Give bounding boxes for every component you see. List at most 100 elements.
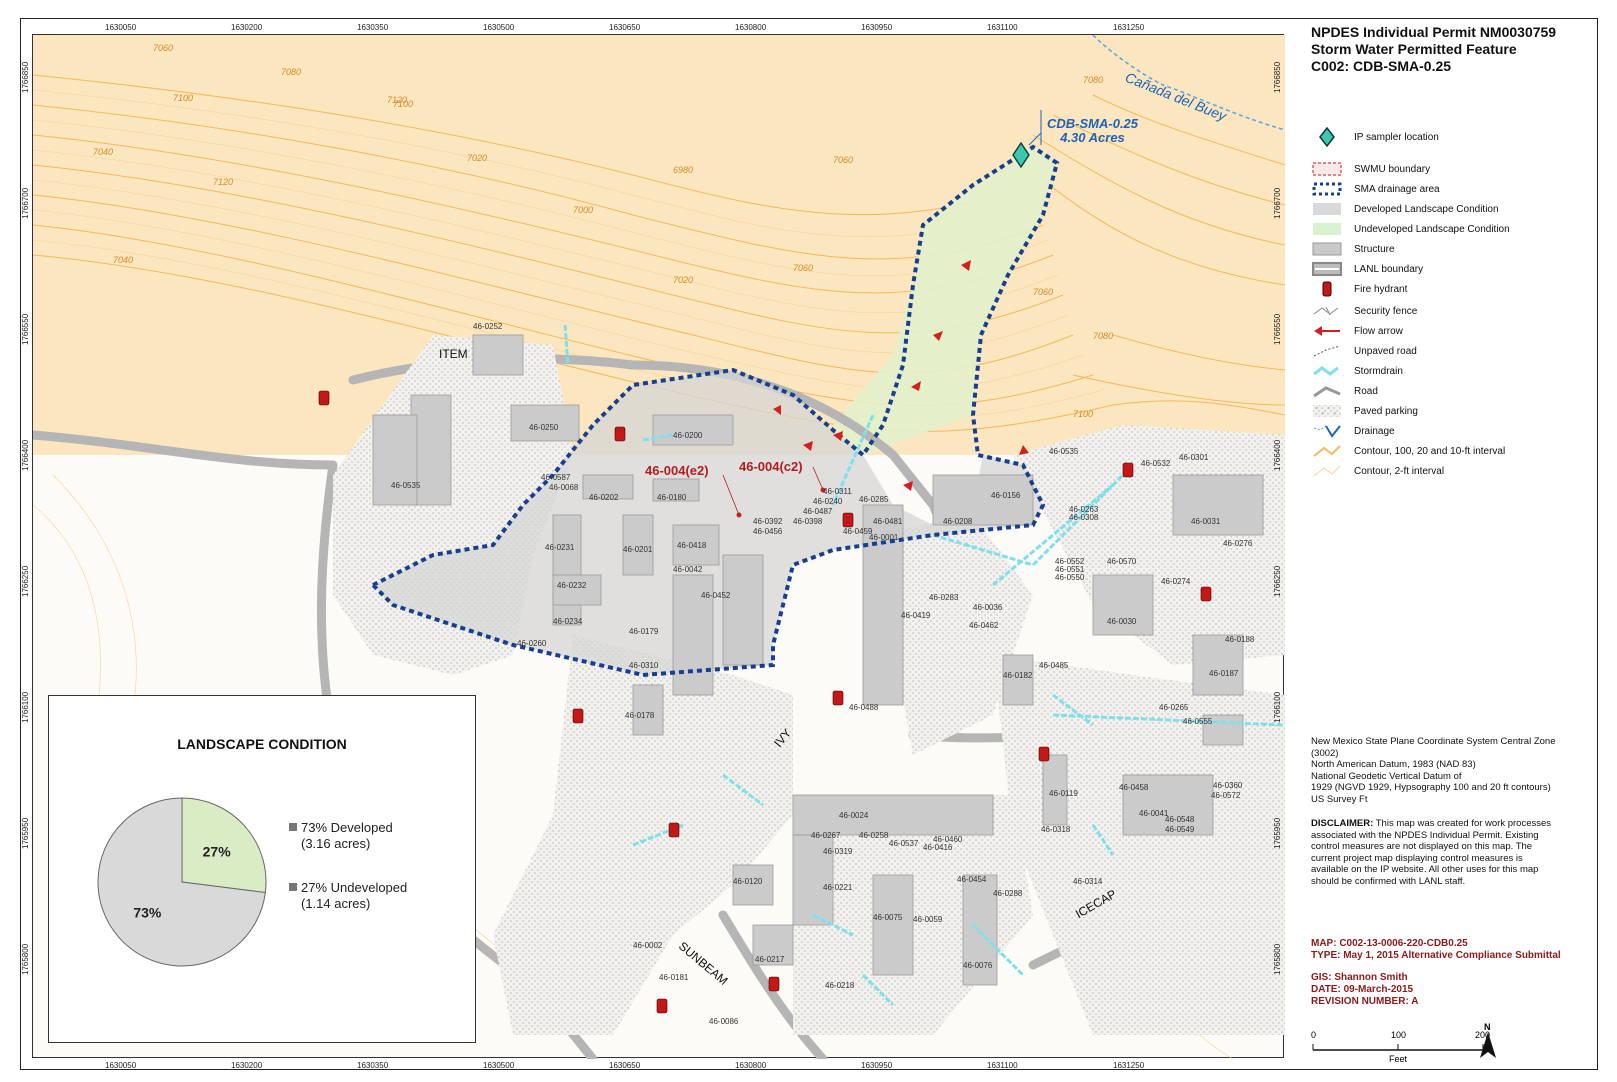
- building-label: 46-0460: [933, 835, 963, 844]
- parking-symbol-icon: [1310, 403, 1344, 419]
- x-tick-label: 1630500: [483, 23, 515, 32]
- building-label: 46-0234: [553, 617, 583, 626]
- ip-sampler-symbol[interactable]: [1012, 141, 1030, 169]
- building-label: 46-0462: [969, 621, 999, 630]
- contour-label: 7120: [387, 95, 408, 105]
- building-label: 46-0535: [391, 481, 421, 490]
- legend-label: Paved parking: [1354, 405, 1418, 417]
- contour-label: 7100: [393, 99, 414, 109]
- y-tick-label: 1766400: [21, 439, 30, 471]
- building-label: 46-0570: [1107, 557, 1137, 566]
- building-label: 46-0454: [957, 875, 987, 884]
- building-label: 46-0240: [813, 497, 843, 506]
- y-tick-label: 1766100: [21, 691, 30, 723]
- coordinate-system-note: New Mexico State Plane Coordinate System…: [1311, 736, 1556, 805]
- building-label: 46-0360: [1213, 781, 1243, 790]
- building-label: 46-0418: [677, 541, 707, 550]
- building-label: 46-0252: [473, 322, 503, 331]
- legend-panel: NPDES Individual Permit NM0030759 Storm …: [1296, 22, 1596, 1064]
- x-tick-label: 1630800: [735, 1061, 767, 1070]
- contour-label: 7060: [153, 43, 174, 53]
- map-title-line2: Storm Water Permitted Feature: [1311, 41, 1517, 57]
- drainage-symbol-icon: [1310, 423, 1344, 439]
- building-label: 46-0218: [825, 981, 855, 990]
- building-label: 46-0288: [993, 889, 1023, 898]
- y-tick-label: 1766250: [21, 565, 30, 597]
- building-label: 46-0030: [1107, 617, 1137, 626]
- y-tick-label: 1765950: [21, 817, 30, 849]
- building-label: 46-0552: [1055, 557, 1085, 566]
- building-label: 46-0485: [1039, 661, 1069, 670]
- building-label: 46-0180: [657, 493, 687, 502]
- undeveloped-area: [833, 147, 1057, 455]
- building-label: 46-0310: [629, 661, 659, 670]
- contour-label: 7020: [467, 153, 488, 163]
- building-label: 46-0572: [1211, 791, 1241, 800]
- north-arrow: N: [1476, 1022, 1506, 1062]
- map-metadata: MAP: C002-13-0006-220-CDB0.25 TYPE: May …: [1311, 938, 1561, 1007]
- x-tick-label: 1630200: [231, 23, 263, 32]
- map-canvas[interactable]: [33, 35, 1285, 1059]
- legend-label: Road: [1354, 385, 1378, 397]
- building-label: 46-0258: [859, 831, 889, 840]
- flow-arrows: [773, 260, 1029, 491]
- lanl-symbol-icon: [1310, 261, 1344, 277]
- building-label: 46-0276: [1223, 539, 1253, 548]
- building-label: 46-0416: [923, 843, 953, 852]
- building-label: 46-0587: [541, 473, 571, 482]
- x-tick-label: 1631250: [1113, 1061, 1145, 1070]
- legend-item-stormdrain: Stormdrain: [1310, 362, 1403, 380]
- building-label: 46-0459: [843, 527, 873, 536]
- building-label: 46-0419: [901, 611, 931, 620]
- map-sheet-frame: [20, 18, 1598, 1070]
- sma-symbol-icon: [1310, 181, 1344, 197]
- building-label: 46-0265: [1159, 703, 1189, 712]
- road-symbol-icon: [1310, 383, 1344, 399]
- building-label: 46-0075: [873, 913, 903, 922]
- legend-label: Developed Landscape Condition: [1354, 203, 1499, 215]
- pie-legend-developed: 73% Developed (3.16 acres): [289, 820, 393, 852]
- legend-item-fence: Security fence: [1310, 302, 1417, 320]
- undeveloped-symbol-icon: [1310, 221, 1344, 237]
- building-label: 46-0182: [1003, 671, 1033, 680]
- building-label: 46-0274: [1161, 577, 1191, 586]
- legend-label: Drainage: [1354, 425, 1395, 437]
- legend-item-contour100: Contour, 100, 20 and 10-ft interval: [1310, 442, 1505, 460]
- building-label: 46-0178: [625, 711, 655, 720]
- y-tick-label: 1766550: [21, 313, 30, 345]
- pie-legend-undeveloped: 27% Undeveloped (1.14 acres): [289, 880, 407, 912]
- cdb-sma-label: CDB-SMA-0.25 4.30 Acres: [1047, 116, 1139, 145]
- legend-label: LANL boundary: [1354, 263, 1424, 275]
- contour-label: 7080: [281, 67, 302, 77]
- building-label: 46-0487: [803, 507, 833, 516]
- building-label: 46-0024: [839, 811, 869, 820]
- building-label: 46-0458: [1119, 783, 1149, 792]
- contour-label: 7080: [1083, 75, 1104, 85]
- building-label: 46-0076: [963, 961, 993, 970]
- building-label: 46-0318: [1041, 825, 1071, 834]
- map-title-line3: C002: CDB-SMA-0.25: [1311, 58, 1452, 74]
- contour-label: 7100: [173, 93, 194, 103]
- building-label: 46-0200: [673, 431, 703, 440]
- swmu-label-c2: 46-004(c2): [739, 459, 803, 474]
- legend-item-drainage: Drainage: [1310, 422, 1395, 440]
- legend-label: Fire hydrant: [1354, 283, 1408, 295]
- legend-item-lanl: LANL boundary: [1310, 260, 1423, 278]
- y-tick-label: 1766100: [1273, 691, 1282, 723]
- x-tick-label: 1630350: [357, 1061, 389, 1070]
- hydrant-symbol-icon: [1310, 281, 1344, 297]
- building-label: 46-0311: [823, 487, 852, 496]
- y-tick-label: 1765800: [21, 943, 30, 975]
- y-tick-label: 1766400: [1273, 439, 1282, 471]
- y-tick-label: 1766700: [21, 187, 30, 219]
- contour-label: 7060: [1033, 287, 1054, 297]
- y-tick-label: 1766850: [1273, 61, 1282, 93]
- building-label: 46-0059: [913, 915, 943, 924]
- building-label: 46-0232: [557, 581, 587, 590]
- legend-label: Stormdrain: [1354, 365, 1403, 377]
- drainage-line: [1092, 35, 1285, 131]
- legend-item-swmu: SWMU boundary: [1310, 160, 1430, 178]
- contour-label: 7040: [93, 147, 114, 157]
- building-label: 46-0086: [709, 1017, 739, 1026]
- x-tick-label: 1630200: [231, 1061, 263, 1070]
